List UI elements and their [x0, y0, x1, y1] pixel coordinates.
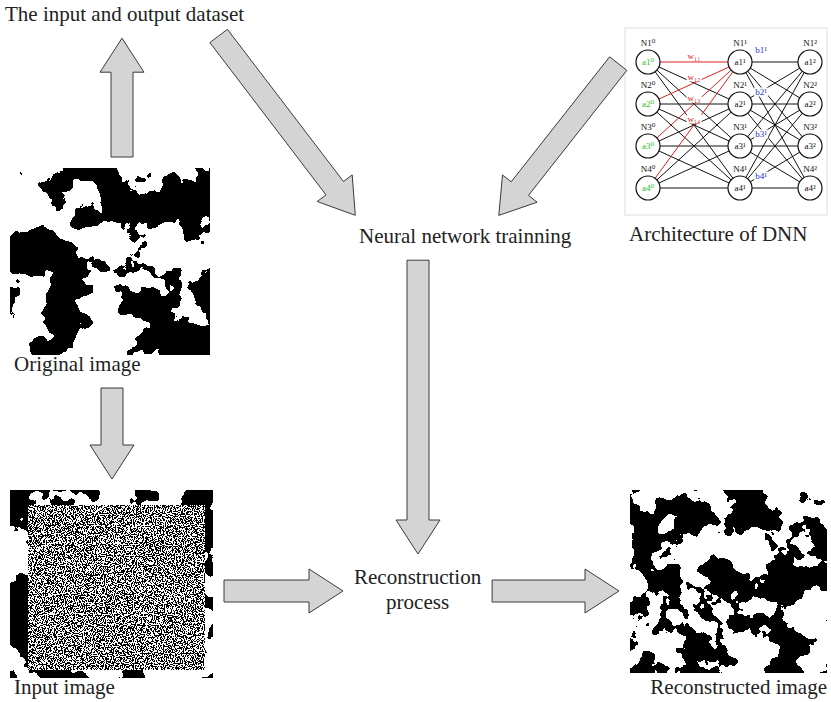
- image-caption: Original image: [14, 352, 141, 377]
- node-label: Neural network trainning: [359, 224, 571, 249]
- neuron-name: N4²: [802, 165, 818, 174]
- neuron-circle: [636, 176, 660, 200]
- noise-region: [28, 505, 205, 670]
- activation-label: a1¹: [733, 58, 746, 67]
- weight-line: [748, 113, 803, 179]
- activation-label: a1²: [803, 58, 816, 67]
- block-arrow: [224, 569, 343, 613]
- neuron-circle: [636, 50, 660, 74]
- dnn-figure-ground: [625, 28, 827, 215]
- original-microstructure: [10, 168, 210, 355]
- activation-label: a3⁰: [641, 142, 655, 151]
- weight-label: w₁₃: [687, 94, 702, 103]
- neuron-circle: [798, 176, 822, 200]
- neuron-name: N3¹: [732, 123, 748, 132]
- image-caption: Architecture of DNN: [629, 222, 807, 247]
- neuron-name: N1⁰: [640, 39, 657, 48]
- neuron-circle: [636, 92, 660, 116]
- activation-label: a3¹: [733, 142, 746, 151]
- weight-line: [659, 151, 729, 183]
- bias-label: b4¹: [754, 172, 768, 181]
- image-panel: Original image: [10, 168, 210, 377]
- block-arrow: [499, 57, 627, 216]
- text-node: The input and output dataset: [5, 2, 244, 27]
- neuron-circle: [728, 134, 752, 158]
- neuron-circle: [798, 92, 822, 116]
- neuron-name: N4⁰: [640, 165, 657, 174]
- image-panel: Architecture of DNN: [625, 28, 827, 247]
- neuron-circle: [798, 50, 822, 74]
- weight-label: w₁₂: [687, 73, 702, 82]
- activation-label: a4⁰: [641, 184, 655, 193]
- neuron-name: N3⁰: [640, 123, 657, 132]
- node-label: Reconstruction process: [354, 565, 481, 615]
- activation-label: a2¹: [733, 100, 746, 109]
- activation-label: a2⁰: [641, 100, 655, 109]
- weight-line: [748, 71, 803, 137]
- highlight-weight-line: [657, 70, 731, 138]
- bias-label: b3¹: [754, 130, 768, 139]
- weight-line: [657, 112, 731, 180]
- neuron-circle: [728, 50, 752, 74]
- neuron-name: N4¹: [732, 165, 748, 174]
- text-node: Neural network trainning: [359, 224, 571, 249]
- activation-label: a4²: [803, 184, 816, 193]
- activation-label: a4¹: [733, 184, 746, 193]
- block-arrow: [396, 260, 440, 554]
- weight-line: [746, 72, 804, 177]
- weight-line: [752, 188, 798, 189]
- neuron-circle: [798, 134, 822, 158]
- neuron-name: N1²: [802, 39, 818, 48]
- image-panel: Input image: [10, 490, 213, 700]
- highlight-weight-line: [660, 62, 728, 63]
- block-arrow: [100, 38, 144, 157]
- text-node: Reconstruction process: [354, 565, 481, 615]
- neuron-name: N1¹: [732, 39, 748, 48]
- weight-line: [659, 151, 729, 183]
- neuron-name: N3²: [802, 123, 818, 132]
- reconstructed-microstructure: [630, 490, 827, 673]
- neuron-circle: [728, 176, 752, 200]
- weight-line: [748, 71, 803, 137]
- neuron-circle: [636, 134, 660, 158]
- image-panel: Reconstructed image: [630, 490, 827, 700]
- weight-line: [746, 72, 804, 177]
- neuron-name: N2²: [802, 81, 818, 90]
- weight-line: [750, 152, 799, 182]
- weight-line: [752, 62, 798, 63]
- highlight-weight-line: [655, 72, 733, 179]
- neuron-circle: [728, 92, 752, 116]
- node-label: The input and output dataset: [5, 2, 244, 27]
- weight-line: [657, 112, 731, 180]
- activation-label: a3²: [803, 142, 816, 151]
- weight-label: w₁₁: [687, 52, 702, 61]
- weight-line: [748, 113, 803, 179]
- activation-label: a2²: [803, 100, 816, 109]
- bias-label: b1¹: [754, 46, 768, 55]
- weight-line: [657, 70, 731, 138]
- weight-label: w₁₄: [687, 115, 702, 124]
- weight-line: [660, 188, 728, 189]
- block-arrow: [492, 569, 619, 613]
- block-arrow: [90, 388, 134, 479]
- activation-label: a1⁰: [641, 58, 655, 67]
- dnn-network: [636, 50, 822, 200]
- image-caption: Reconstructed image: [650, 675, 827, 700]
- input-microstructure: [10, 490, 213, 678]
- neuron-name: N2¹: [732, 81, 748, 90]
- bias-label: b2¹: [754, 88, 768, 97]
- neuron-name: N2⁰: [640, 81, 657, 90]
- block-arrow: [210, 29, 355, 215]
- weight-line: [655, 72, 733, 179]
- image-caption: Input image: [14, 675, 115, 700]
